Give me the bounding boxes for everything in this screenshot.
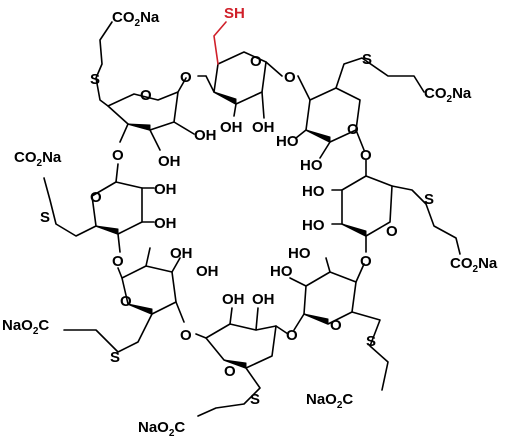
carboxylate-label: CO2Na xyxy=(14,149,62,169)
glycosidic-oxygen-label: O xyxy=(180,327,192,344)
ring-oxygen-label: O xyxy=(386,223,398,240)
ring-oxygen-label: O xyxy=(140,87,152,104)
bond-skeleton xyxy=(43,21,461,417)
thiol-label: SH xyxy=(224,5,245,22)
hydroxyl-left-label: HO xyxy=(302,217,325,234)
carboxylates-right-form: CO2Na CO2Na CO2Na CO2Na xyxy=(14,9,498,275)
hydroxyl-left-label: HO xyxy=(300,157,323,174)
hydroxyl-label: OH xyxy=(154,215,177,232)
ring-bottom xyxy=(205,323,277,369)
carboxylates-left-form: NaO2C NaO2C NaO2C xyxy=(2,317,353,438)
carboxylate-label: NaO2C xyxy=(2,317,49,337)
glycosidic-oxygen-label: O xyxy=(286,327,298,344)
sulfur-label: S xyxy=(362,51,372,68)
hydroxyl-label: OH xyxy=(252,119,275,136)
hydroxyl-left-label: HO xyxy=(302,183,325,200)
sulfur-label: S xyxy=(250,391,260,408)
thiol-bond xyxy=(213,21,227,65)
hydroxyl-groups: OH OH OH OH HO HO OH OH HO HO OH OH HO H… xyxy=(154,119,325,308)
carboxylate-label: CO2Na xyxy=(450,255,498,275)
glycosidic-oxygen-label: O xyxy=(180,69,192,86)
hydroxyl-label: OH xyxy=(252,291,275,308)
glycosidic-oxygens: O O O O O O O O xyxy=(112,69,372,344)
glycosidic-oxygen-label: O xyxy=(112,253,124,270)
thioether-sulfurs: S S S S S S S xyxy=(40,51,434,408)
hydroxyl-label: OH xyxy=(222,291,245,308)
hydroxyl-label: OH xyxy=(196,263,219,280)
carboxylate-label: NaO2C xyxy=(138,419,185,438)
glycosidic-oxygen-label: O xyxy=(360,147,372,164)
ring-oxygen-label: O xyxy=(347,121,359,138)
wedge-bonds xyxy=(95,91,367,369)
hydroxyl-label: OH xyxy=(154,181,177,198)
ring-oxygen-label: O xyxy=(250,53,262,70)
glycosidic-oxygen-label: O xyxy=(284,69,296,86)
hydroxyl-label: OH xyxy=(194,127,217,144)
glycosidic-oxygen-label: O xyxy=(360,253,372,270)
hydroxyl-label: OH xyxy=(158,153,181,170)
sulfur-label: S xyxy=(424,191,434,208)
carboxylate-label: CO2Na xyxy=(112,9,160,29)
sulfur-label: S xyxy=(90,71,100,88)
hydroxyl-left-label: HO xyxy=(276,133,299,150)
sulfur-label: S xyxy=(366,333,376,350)
sulfur-label: S xyxy=(40,209,50,226)
ring-oxygens: O O O O O O O O xyxy=(90,53,398,380)
glycosidic-oxygen-label: O xyxy=(112,147,124,164)
ring-oxygen-label: O xyxy=(90,189,102,206)
ring-oxygen-label: O xyxy=(224,363,236,380)
hydroxyl-left-label: HO xyxy=(288,245,311,262)
ring-oxygen-label: O xyxy=(330,317,342,334)
carboxylate-label: NaO2C xyxy=(306,391,353,411)
hydroxyl-label: OH xyxy=(170,245,193,262)
hydroxyl-label: OH xyxy=(220,119,243,136)
carboxylate-label: CO2Na xyxy=(424,85,472,105)
hydroxyl-left-label: HO xyxy=(270,263,293,280)
sulfur-label: S xyxy=(110,349,120,366)
ring-oxygen-label: O xyxy=(120,293,132,310)
